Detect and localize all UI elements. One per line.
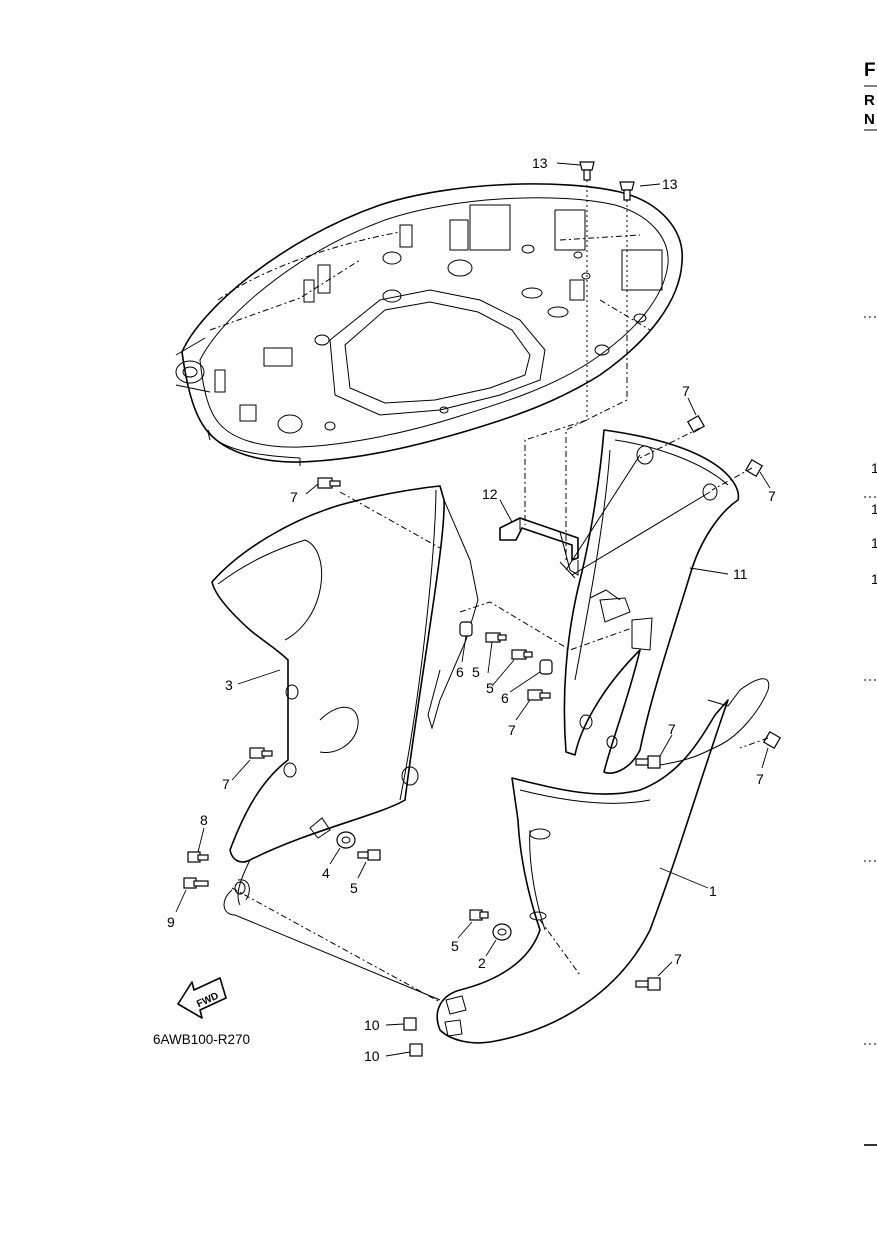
screw-5 xyxy=(511,649,533,660)
bolt-7 xyxy=(317,477,341,489)
callout-4: 4 xyxy=(322,865,330,881)
callout-7: 7 xyxy=(290,489,298,505)
screw-5 xyxy=(357,849,381,861)
bolt-13-right xyxy=(619,181,635,201)
callout-5: 5 xyxy=(451,938,459,954)
callout-3: 3 xyxy=(225,677,233,693)
bolt-9 xyxy=(183,877,209,889)
callout-10: 10 xyxy=(364,1017,380,1033)
callout-7: 7 xyxy=(756,771,764,787)
edge-digit: 1 xyxy=(871,571,877,587)
callout-6: 6 xyxy=(501,690,509,706)
leader-lines xyxy=(175,162,771,1057)
bolt-7 xyxy=(527,689,551,701)
grommet-4 xyxy=(336,831,356,849)
grommet-2 xyxy=(492,923,512,941)
bolt-7 xyxy=(686,414,706,434)
bolt-7 xyxy=(249,747,273,759)
callout-1: 1 xyxy=(709,883,717,899)
callout-7: 7 xyxy=(768,488,776,504)
callout-12: 12 xyxy=(482,486,498,502)
bottom-cowling-part-3 xyxy=(211,485,479,906)
callout-5: 5 xyxy=(486,680,494,696)
top-cowling-housing xyxy=(175,183,683,466)
callout-5: 5 xyxy=(350,880,358,896)
callout-7: 7 xyxy=(668,721,676,737)
bolt-7 xyxy=(744,458,764,478)
callout-7: 7 xyxy=(674,951,682,967)
bolt-7 xyxy=(635,977,661,991)
bolt-13-left xyxy=(579,161,595,181)
edge-letter-r: R xyxy=(864,92,875,109)
callout-6: 6 xyxy=(456,664,464,680)
callout-labels: 13 13 7 7 7 12 11 3 6 5 5 6 7 7 7 7 8 4 … xyxy=(167,155,776,1064)
bolt-7 xyxy=(762,730,782,750)
bolt-8 xyxy=(187,851,209,863)
callout-2: 2 xyxy=(478,955,486,971)
fasteners xyxy=(183,161,782,1057)
edge-digit: 1 xyxy=(871,460,877,476)
edge-digit: 1 xyxy=(871,535,877,551)
screw-5 xyxy=(469,909,489,921)
callout-8: 8 xyxy=(200,812,208,828)
nut-10 xyxy=(403,1017,417,1031)
screw-5 xyxy=(485,632,507,643)
callout-5: 5 xyxy=(472,664,480,680)
right-edge-partial-content: F R N 1 1 1 1 xyxy=(864,60,877,1146)
edge-letter-n: N xyxy=(864,111,875,128)
collar-6 xyxy=(539,659,553,675)
callout-13: 13 xyxy=(532,155,548,171)
bottom-cowling-part-11 xyxy=(563,429,740,774)
collar-6 xyxy=(459,621,473,637)
callout-13: 13 xyxy=(662,176,678,192)
callout-7: 7 xyxy=(682,383,690,399)
assembly-lines xyxy=(231,180,769,1003)
callout-7: 7 xyxy=(508,722,516,738)
nut-10 xyxy=(409,1043,423,1057)
bolt-7 xyxy=(635,755,661,769)
callout-10: 10 xyxy=(364,1048,380,1064)
bracket-part-12 xyxy=(499,517,579,579)
callout-11: 11 xyxy=(733,566,748,582)
callout-9: 9 xyxy=(167,914,175,930)
edge-digit: 1 xyxy=(871,501,877,517)
bottom-cowling-part-1 xyxy=(223,678,770,1044)
forward-direction-arrow: FWD xyxy=(177,977,227,1019)
callout-7: 7 xyxy=(222,776,230,792)
diagram-reference-code: 6AWB100-R270 xyxy=(153,1032,250,1047)
edge-letter-f: F xyxy=(864,60,876,81)
